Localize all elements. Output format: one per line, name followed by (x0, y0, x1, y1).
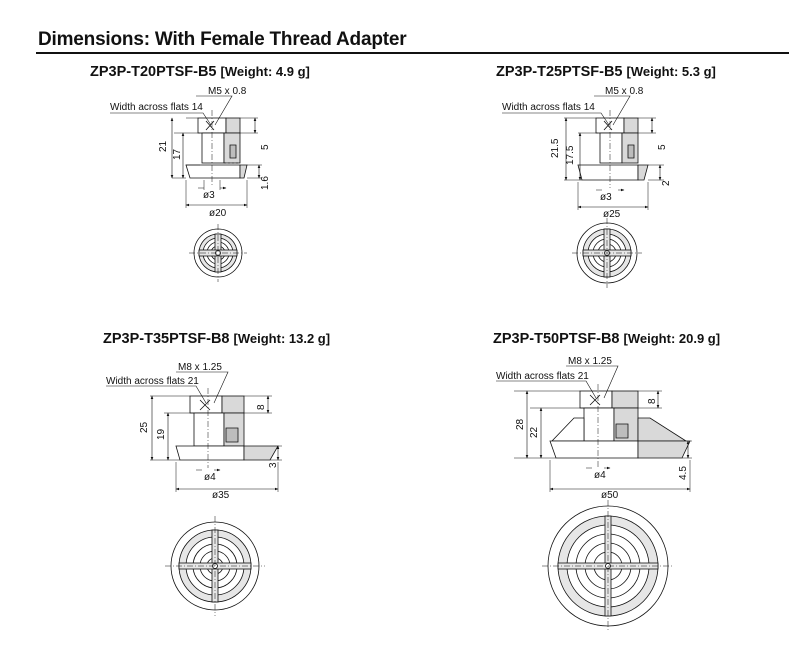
thread-label: M5 x 0.8 (208, 86, 247, 97)
thread-label: M8 x 1.25 (178, 362, 222, 373)
panel-header-3: ZP3P-T35PTSF-B8 [Weight: 13.2 g] (103, 331, 330, 347)
pad-height-label: 1.6 (260, 176, 271, 190)
hole-dia-label: ø3 (600, 192, 612, 203)
side-view-1 (110, 95, 262, 208)
pad-height-label: 3 (268, 462, 279, 468)
thread-depth-label: 8 (647, 398, 658, 404)
dimension-labels-1: M5 x 0.8 Width across flats 14 21 17 5 1… (110, 86, 271, 219)
bottom-view-2 (572, 218, 642, 288)
panel-header-1: ZP3P-T20PTSF-B5 [Weight: 4.9 g] (90, 64, 310, 80)
hole-dia-label: ø3 (203, 190, 215, 201)
page-title: Dimensions: With Female Thread Adapter (38, 29, 407, 50)
panel-header-4: ZP3P-T50PTSF-B8 [Weight: 20.9 g] (493, 331, 720, 347)
weight-label: [Weight: 4.9 g] (220, 64, 310, 79)
model-number: ZP3P-T35PTSF-B8 (103, 331, 230, 347)
outer-dia-label: ø20 (209, 208, 227, 219)
side-view-4 (496, 365, 692, 492)
thread-label: M8 x 1.25 (568, 356, 612, 367)
height-body-label: 17 (172, 148, 183, 160)
hole-dia-label: ø4 (204, 472, 216, 483)
dimension-labels-4: M8 x 1.25 Width across flats 21 28 22 8 … (496, 356, 689, 501)
flats-label: Width across flats 21 (106, 376, 199, 387)
height-body-label: 17.5 (565, 145, 576, 165)
flats-label: Width across flats 21 (496, 371, 589, 382)
model-number: ZP3P-T50PTSF-B8 (493, 331, 620, 347)
height-total-label: 21.5 (550, 138, 561, 158)
outer-dia-label: ø35 (212, 490, 230, 501)
outer-dia-label: ø50 (601, 490, 619, 501)
pad-height-label: 4.5 (678, 466, 689, 480)
height-total-label: 21 (158, 140, 169, 152)
hole-dia-label: ø4 (594, 470, 606, 481)
dimension-labels-2: M5 x 0.8 Width across flats 14 21.5 17.5… (502, 86, 672, 220)
title-underline (36, 52, 789, 54)
outer-dia-label: ø25 (603, 209, 621, 220)
thread-depth-label: 5 (657, 144, 668, 150)
height-body-label: 19 (156, 428, 167, 440)
side-view-3 (106, 371, 282, 492)
flats-label: Width across flats 14 (110, 102, 203, 113)
panel-header-2: ZP3P-T25PTSF-B5 [Weight: 5.3 g] (496, 64, 716, 80)
flats-label: Width across flats 14 (502, 102, 595, 113)
height-body-label: 22 (529, 426, 540, 438)
model-number: ZP3P-T20PTSF-B5 (90, 64, 217, 80)
bottom-view-4 (542, 500, 674, 632)
bottom-view-1 (189, 224, 247, 282)
dimension-labels-3: M8 x 1.25 Width across flats 21 25 19 8 … (106, 362, 279, 501)
height-total-label: 25 (139, 421, 150, 433)
side-view-2 (502, 95, 664, 210)
model-number: ZP3P-T25PTSF-B5 (496, 64, 623, 80)
thread-depth-label: 8 (256, 404, 267, 410)
thread-label: M5 x 0.8 (605, 86, 644, 97)
weight-label: [Weight: 13.2 g] (233, 331, 331, 346)
weight-label: [Weight: 20.9 g] (623, 331, 721, 346)
bottom-view-3 (165, 516, 265, 616)
pad-height-label: 2 (661, 180, 672, 186)
thread-depth-label: 5 (260, 144, 271, 150)
weight-label: [Weight: 5.3 g] (626, 64, 716, 79)
height-total-label: 28 (515, 418, 526, 430)
